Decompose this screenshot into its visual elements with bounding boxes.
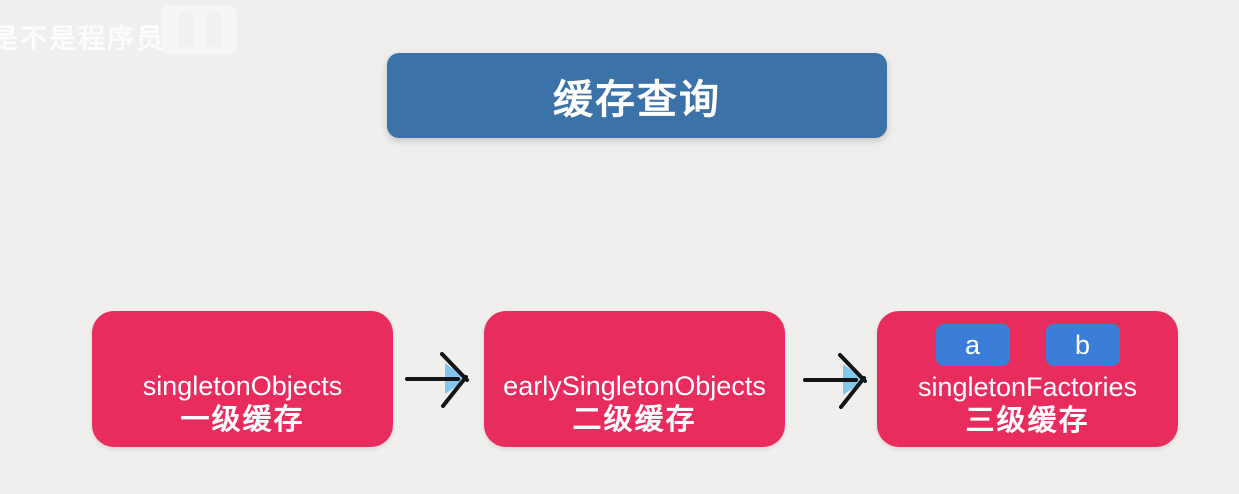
factory-items-row: a b [935, 324, 1120, 366]
node-label: 三级缓存 [965, 405, 1090, 437]
node-label: 二级缓存 [572, 404, 697, 436]
title-box: 缓存查询 [387, 53, 887, 138]
flow-node-level2-cache: earlySingletonObjects 二级缓存 [484, 311, 785, 447]
flow-node-level1-cache: singletonObjects 一级缓存 [92, 311, 393, 447]
factory-item-a: a [935, 324, 1010, 366]
watermark: 是不是程序员 [0, 5, 237, 56]
flow-node-level3-cache: a b singletonFactories 三级缓存 [877, 311, 1178, 447]
watermark-text: 是不是程序员 [0, 24, 165, 54]
node-name: singletonObjects [142, 371, 343, 401]
node-label: 一级缓存 [180, 404, 305, 436]
right-arrow-icon [405, 352, 469, 408]
node-name: singletonFactories [917, 372, 1138, 402]
title-label: 缓存查询 [553, 77, 721, 122]
watermark-logo-icon [161, 5, 237, 55]
right-arrow-icon [803, 353, 867, 409]
factory-item-b: b [1045, 324, 1120, 366]
node-name: earlySingletonObjects [503, 371, 766, 401]
